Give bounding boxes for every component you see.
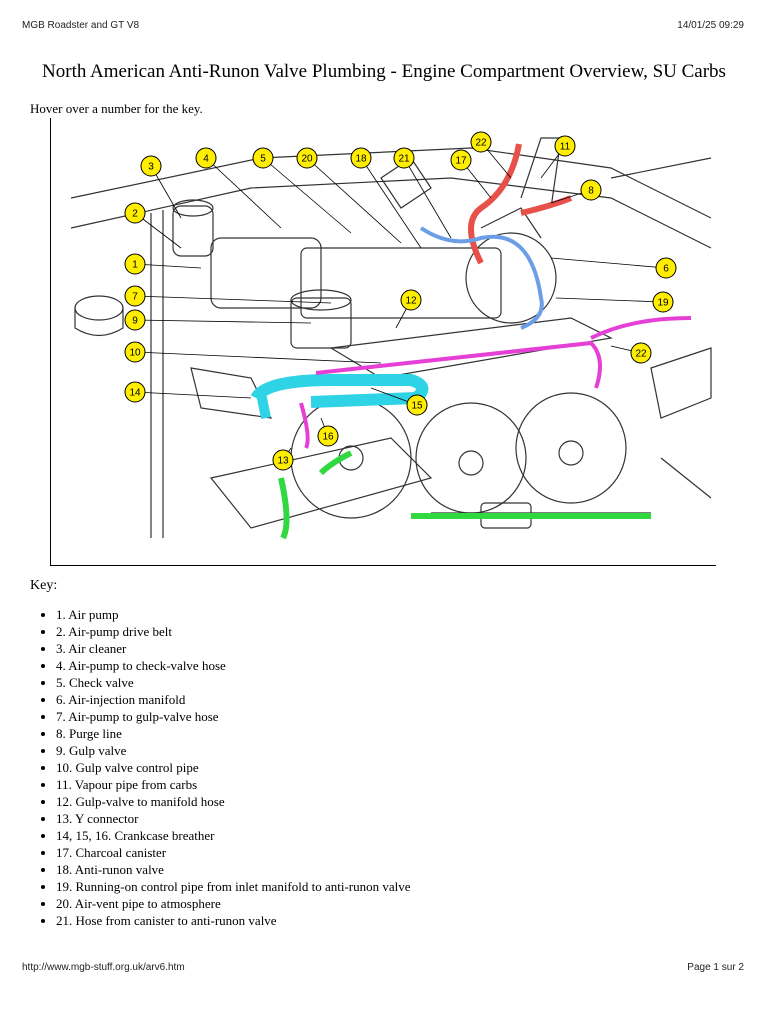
- callout-22a[interactable]: [470, 131, 492, 153]
- callout-label-5[interactable]: 5: [260, 154, 266, 165]
- key-item: 9. Gulp valve: [56, 742, 411, 759]
- callout-15[interactable]: [406, 394, 428, 416]
- print-header-timestamp: 14/01/25 09:29: [677, 20, 744, 31]
- callout-leader-14: [134, 391, 252, 399]
- print-footer-url[interactable]: http://www.mgb-stuff.org.uk/arv6.htm: [22, 962, 185, 973]
- key-item: 20. Air-vent pipe to atmosphere: [56, 895, 411, 912]
- callout-label-1[interactable]: 1: [132, 260, 138, 271]
- callout-label-10[interactable]: 10: [129, 348, 141, 359]
- callout-22b[interactable]: [630, 342, 652, 364]
- callout-leader-9: [134, 319, 312, 324]
- callout-13[interactable]: [272, 449, 294, 471]
- hose-red: [468, 143, 522, 265]
- callout-label-11[interactable]: 11: [560, 142, 571, 153]
- callout-20[interactable]: [296, 147, 318, 169]
- key-item: 1. Air pump: [56, 606, 411, 623]
- key-item: 19. Running-on control pipe from inlet m…: [56, 878, 411, 895]
- callout-label-18[interactable]: 18: [355, 154, 367, 165]
- callout-7[interactable]: [124, 285, 146, 307]
- callout-label-19[interactable]: 19: [657, 298, 669, 309]
- callout-label-6[interactable]: 6: [663, 264, 669, 275]
- callout-label-16[interactable]: 16: [322, 432, 334, 443]
- callout-label-13[interactable]: 13: [277, 456, 289, 467]
- callout-17[interactable]: [450, 149, 472, 171]
- callout-leader-5: [262, 157, 352, 234]
- callout-label-22a[interactable]: 22: [475, 138, 487, 149]
- callout-leader-19: [555, 297, 664, 303]
- callout-12[interactable]: [400, 289, 422, 311]
- callout-label-20[interactable]: 20: [301, 154, 313, 165]
- hose-red-2: [520, 195, 573, 216]
- callout-21[interactable]: [393, 147, 415, 169]
- hose-blue: [419, 226, 544, 330]
- callout-leader-6: [550, 257, 667, 269]
- callout-18[interactable]: [350, 147, 372, 169]
- callout-leader-10: [134, 351, 382, 364]
- callout-2[interactable]: [124, 202, 146, 224]
- callout-9[interactable]: [124, 309, 146, 331]
- key-item: 11. Vapour pipe from carbs: [56, 776, 411, 793]
- key-item: 18. Anti-runon valve: [56, 861, 411, 878]
- key-item: 8. Purge line: [56, 725, 411, 742]
- key-heading: Key:: [30, 578, 58, 593]
- engine-line-art: [70, 137, 712, 538]
- key-item: 3. Air cleaner: [56, 640, 411, 657]
- callout-leader-21: [403, 157, 452, 239]
- key-item: 7. Air-pump to gulp-valve hose: [56, 708, 411, 725]
- callout-16[interactable]: [317, 425, 339, 447]
- callout-label-7[interactable]: 7: [132, 292, 138, 303]
- callout-8[interactable]: [580, 179, 602, 201]
- hover-instruction: Hover over a number for the key.: [30, 101, 203, 116]
- hose-cyan-2: [256, 392, 271, 419]
- callout-label-15[interactable]: 15: [411, 401, 423, 412]
- page-title: North American Anti-Runon Valve Plumbing…: [42, 61, 726, 82]
- hose-green: [278, 450, 651, 540]
- callout-label-8[interactable]: 8: [588, 186, 594, 197]
- callout-label-22b[interactable]: 22: [635, 349, 647, 360]
- callout-6[interactable]: [655, 257, 677, 279]
- callout-11[interactable]: [554, 135, 576, 157]
- key-item: 2. Air-pump drive belt: [56, 623, 411, 640]
- key-item: 13. Y connector: [56, 810, 411, 827]
- callout-4[interactable]: [195, 147, 217, 169]
- key-item: 14, 15, 16. Crankcase breather: [56, 827, 411, 844]
- key-item: 21. Hose from canister to anti-runon val…: [56, 912, 411, 929]
- hose-magenta: [299, 316, 692, 449]
- print-header-title: MGB Roadster and GT V8: [22, 20, 140, 31]
- print-footer-page: Page 1 sur 2: [687, 962, 744, 973]
- key-item: 5. Check valve: [56, 674, 411, 691]
- callout-leader-1: [134, 263, 202, 269]
- hose-cyan: [250, 374, 429, 408]
- callout-leader-18: [360, 157, 422, 249]
- callout-label-3[interactable]: 3: [148, 162, 154, 173]
- callout-1[interactable]: [124, 253, 146, 275]
- callout-label-12[interactable]: 12: [405, 296, 417, 307]
- callout-10[interactable]: [124, 341, 146, 363]
- callout-leader-4: [205, 157, 282, 229]
- callout-14[interactable]: [124, 381, 146, 403]
- key-item: 6. Air-injection manifold: [56, 691, 411, 708]
- callout-label-17[interactable]: 17: [455, 156, 467, 167]
- key-item: 12. Gulp-valve to manifold hose: [56, 793, 411, 810]
- callout-19[interactable]: [652, 291, 674, 313]
- callout-label-9[interactable]: 9: [132, 316, 138, 327]
- key-item: 17. Charcoal canister: [56, 844, 411, 861]
- callout-leader-7: [134, 295, 332, 304]
- callout-label-2[interactable]: 2: [132, 209, 138, 220]
- key-item: 4. Air-pump to check-valve hose: [56, 657, 411, 674]
- key-item: 10. Gulp valve control pipe: [56, 759, 411, 776]
- callout-3[interactable]: [140, 155, 162, 177]
- callout-label-14[interactable]: 14: [129, 388, 141, 399]
- callout-leader-20: [306, 157, 402, 244]
- callout-label-21[interactable]: 21: [398, 154, 410, 165]
- callout-label-4[interactable]: 4: [203, 154, 209, 165]
- callout-5[interactable]: [252, 147, 274, 169]
- key-list: 1. Air pump2. Air-pump drive belt3. Air …: [28, 606, 411, 929]
